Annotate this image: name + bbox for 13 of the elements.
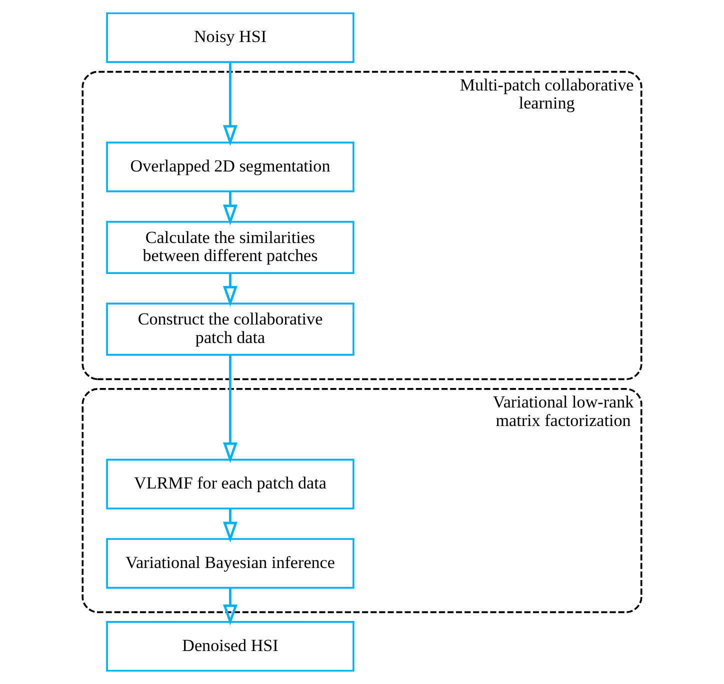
arrow <box>222 192 238 226</box>
node-box: Construct the collaborative patch data <box>106 302 354 356</box>
node-box: VLRMF for each patch data <box>106 458 354 510</box>
arrow <box>222 508 238 543</box>
arrow <box>222 273 238 307</box>
arrow <box>222 354 238 464</box>
node-box: Overlapped 2D segmentation <box>106 142 354 192</box>
node-box: Denoised HSI <box>106 621 354 672</box>
node-box: Variational Bayesian inference <box>106 538 354 589</box>
arrow <box>222 62 238 146</box>
arrow <box>222 588 238 626</box>
node-box: Calculate the similarities between different patches <box>106 220 354 274</box>
node-box: Noisy HSI <box>106 12 354 63</box>
